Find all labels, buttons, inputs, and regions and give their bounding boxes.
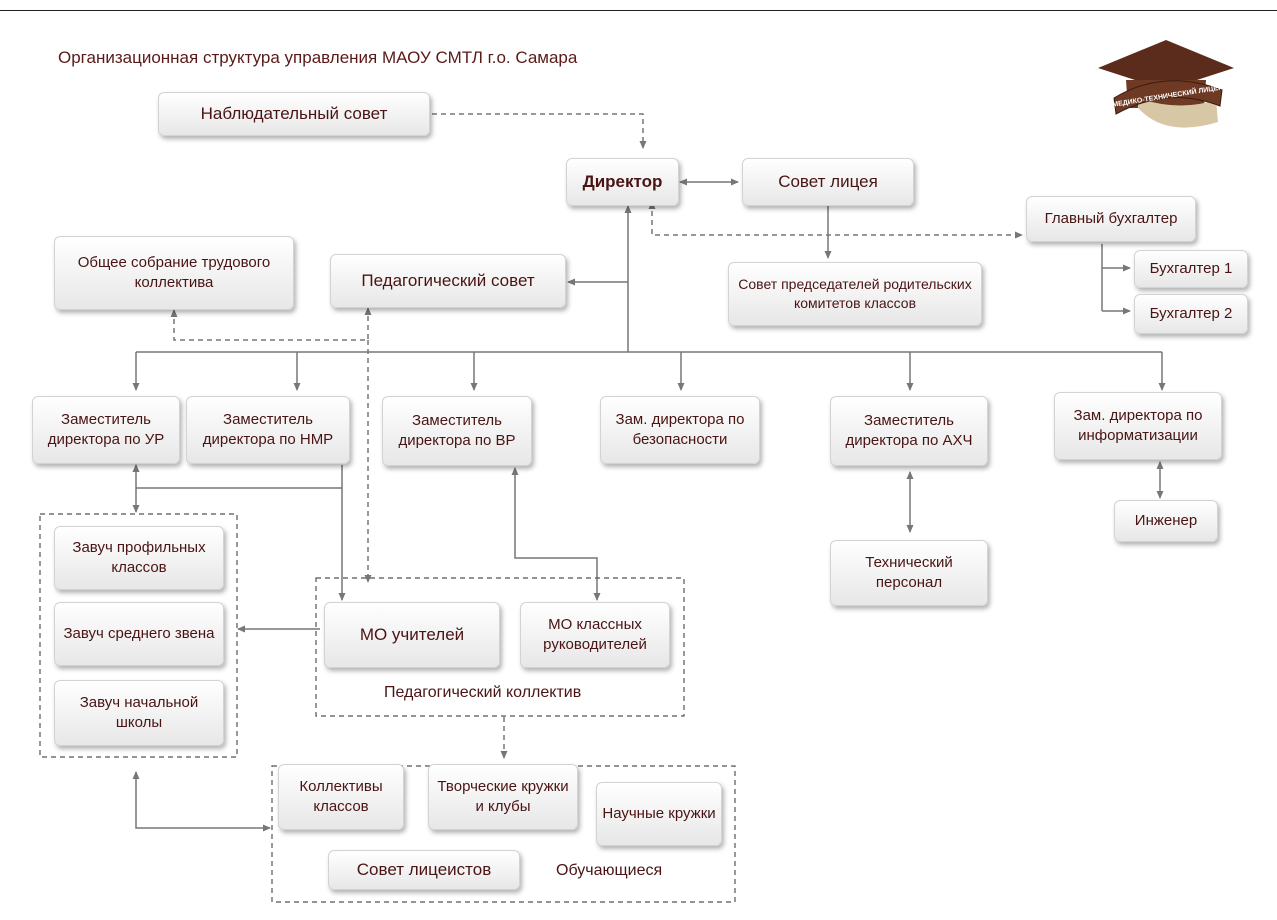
science-clubs-box: Научные кружки	[596, 782, 722, 846]
creative-clubs-box: Творческие кружки и клубы	[428, 764, 578, 830]
mo-teachers-box: МО учителей	[324, 602, 500, 668]
class-collectives-box: Коллективы классов	[278, 764, 404, 830]
ped-collective-group-border	[315, 577, 685, 717]
students-label: Обучающиеся	[556, 862, 663, 879]
page-title: Организационная структура управления МАО…	[58, 48, 578, 67]
accountant-2-box: Бухгалтер 2	[1134, 294, 1248, 334]
general-meeting-box: Общее собрание трудового коллектива	[54, 236, 294, 310]
ped-collective-label: Педагогический коллектив	[384, 684, 582, 701]
head-profile-classes-box: Завуч профильных классов	[54, 526, 224, 590]
lyceum-logo: МЕДИКО-ТЕХНИЧЕСКИЙ ЛИЦЕЙ	[1098, 40, 1234, 128]
chief-accountant-box: Главный бухгалтер	[1026, 196, 1196, 242]
students-group-border	[271, 765, 736, 903]
lyceum-council-box: Совет лицея	[742, 158, 914, 206]
deputy-ahch-box: Заместитель директора по АХЧ	[830, 396, 988, 466]
mo-class-leaders-box: МО классных руководителей	[520, 602, 670, 668]
pedagogical-council-box: Педагогический совет	[330, 254, 566, 308]
deputy-nmr-box: Заместитель директора по НМР	[186, 396, 350, 464]
engineer-box: Инженер	[1114, 500, 1218, 542]
deputy-it-box: Зам. директора по информатизации	[1054, 392, 1222, 460]
supervisory-council-box: Наблюдательный совет	[158, 92, 430, 136]
head-teachers-group-border	[39, 513, 238, 758]
accountant-1-box: Бухгалтер 1	[1134, 250, 1248, 288]
director-box: Директор	[566, 158, 679, 206]
deputy-security-box: Зам. директора по безопасности	[600, 396, 760, 464]
parents-council-box: Совет председателей родительских комитет…	[728, 262, 982, 326]
students-council-box: Совет лицеистов	[328, 850, 520, 890]
head-primary-school-box: Завуч начальной школы	[54, 680, 224, 746]
deputy-vr-box: Заместитель директора по ВР	[382, 396, 532, 466]
technical-staff-box: Технический персонал	[830, 540, 988, 606]
deputy-ur-box: Заместитель директора по УР	[32, 396, 180, 464]
head-middle-school-box: Завуч среднего звена	[54, 602, 224, 666]
top-rule	[0, 10, 1277, 11]
